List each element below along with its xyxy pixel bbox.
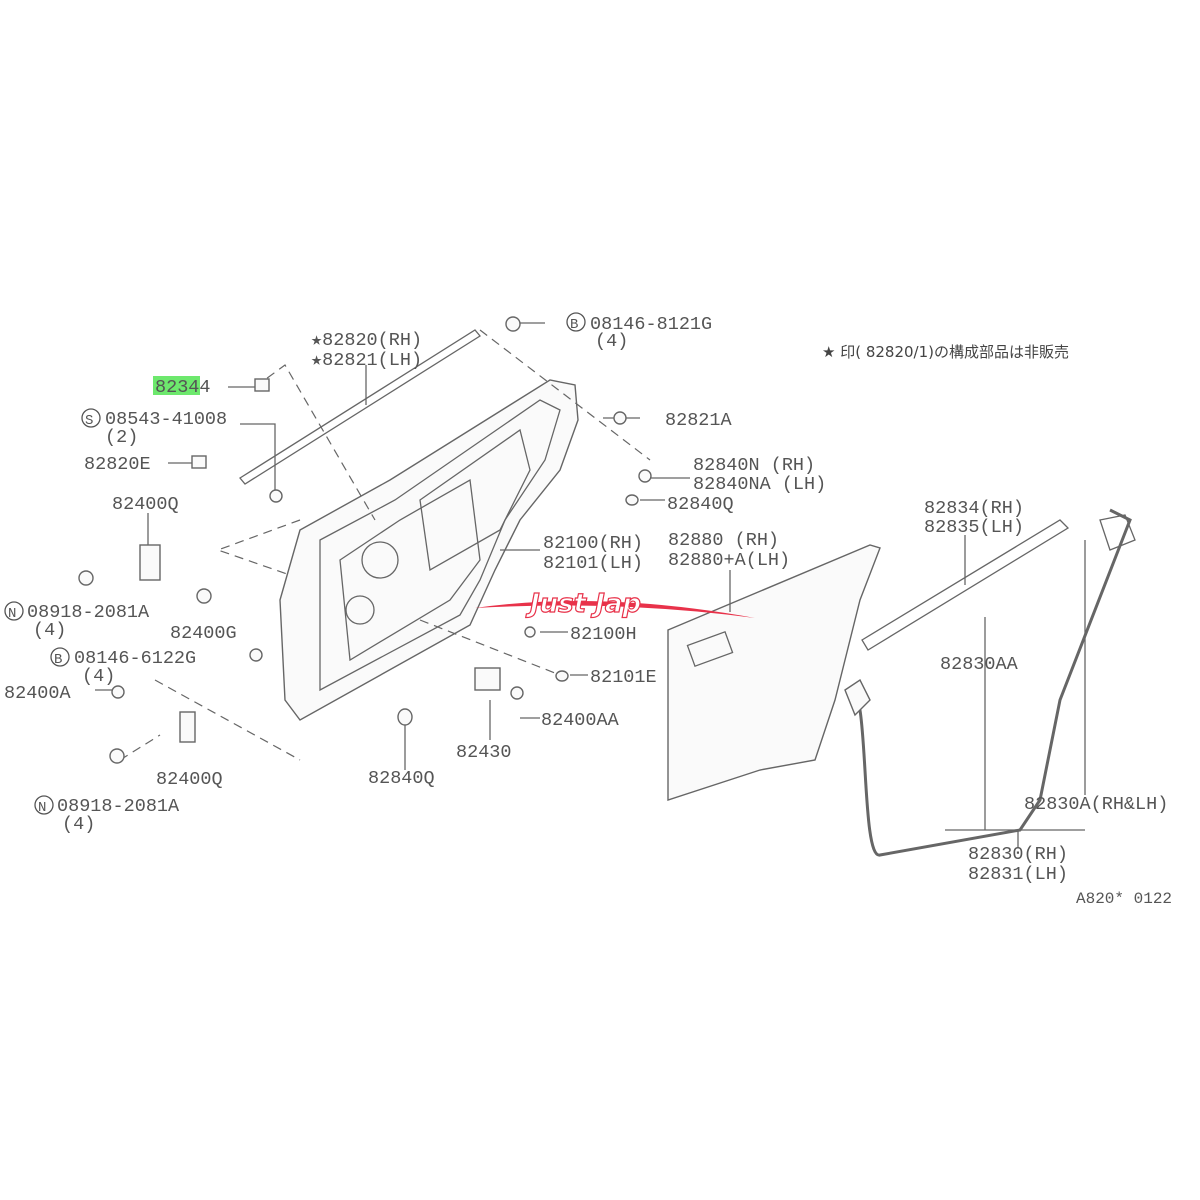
- belt-moulding: [239, 329, 481, 485]
- label-08543: 08543-41008: [105, 409, 227, 430]
- label-82821a: 82821A: [665, 410, 733, 431]
- label-82400a: 82400A: [4, 683, 72, 704]
- label-82835: 82835(LH): [924, 517, 1024, 538]
- door-shell: [279, 379, 579, 721]
- label-08918-qty: (4): [33, 620, 66, 641]
- label-82400aa: 82400AA: [541, 710, 620, 731]
- b-symbol-icon: [50, 647, 70, 667]
- n-symbol: N: [38, 800, 46, 816]
- part-labels: ★82820(RH) ★82821(LH) 82344 08543-41008 …: [4, 314, 1172, 908]
- label-08918: 08918-2081A: [57, 796, 180, 817]
- n-symbol: N: [8, 606, 16, 622]
- label-82830: 82830(RH): [968, 844, 1068, 865]
- fasteners: [78, 316, 652, 764]
- label-82400g: 82400G: [170, 623, 237, 644]
- b-symbol: B: [570, 317, 578, 333]
- label-82840na: 82840NA (LH): [693, 474, 826, 495]
- label-08918-qty: (4): [62, 814, 95, 835]
- label-82100h: 82100H: [570, 624, 637, 645]
- label-82840q: 82840Q: [368, 768, 435, 789]
- label-82834: 82834(RH): [924, 498, 1024, 519]
- label-08918: 08918-2081A: [27, 602, 150, 623]
- label-82831: 82831(LH): [968, 864, 1068, 885]
- label-08543-qty: (2): [105, 427, 138, 448]
- part-highlight: [153, 376, 200, 395]
- label-82830aa: 82830AA: [940, 654, 1019, 675]
- label-82101e: 82101E: [590, 667, 657, 688]
- label-08146-6122-qty: (4): [82, 666, 115, 687]
- door-trim-panel: [667, 544, 881, 801]
- label-82820: ★82820(RH): [311, 330, 422, 351]
- label-08146-8121-qty: (4): [595, 331, 628, 352]
- label-82400q: 82400Q: [156, 769, 223, 790]
- label-08146-8121: 08146-8121G: [590, 314, 712, 335]
- reference-code: A820* 0122: [1076, 890, 1172, 908]
- label-82101: 82101(LH): [543, 553, 643, 574]
- label-82840q: 82840Q: [667, 494, 734, 515]
- label-82820e: 82820E: [84, 454, 151, 475]
- label-82830a: 82830A(RH&LH): [1024, 794, 1168, 815]
- n-symbol-icon: [4, 601, 24, 621]
- label-82100: 82100(RH): [543, 533, 643, 554]
- label-82400q: 82400Q: [112, 494, 179, 515]
- label-82430: 82430: [456, 742, 512, 763]
- label-82344: 82344: [155, 377, 211, 398]
- label-82821: ★82821(LH): [311, 350, 422, 371]
- s-symbol: S: [85, 413, 93, 429]
- label-08146-6122: 08146-6122G: [74, 648, 196, 669]
- svg-text:Just Jap: Just Jap: [525, 589, 641, 619]
- label-82880: 82880 (RH): [668, 530, 779, 551]
- not-sold-note: ★ 印( 82820/1)の構成部品は非販売: [822, 343, 1069, 361]
- label-82840n: 82840N (RH): [693, 455, 815, 476]
- label-82880a: 82880+A(LH): [668, 550, 790, 571]
- just-jap-logo: Just Jap: [475, 588, 755, 620]
- b-symbol: B: [54, 652, 62, 668]
- n-symbol-icon: [34, 795, 54, 815]
- b-symbol-icon: [566, 312, 586, 332]
- s-symbol-icon: [81, 408, 101, 428]
